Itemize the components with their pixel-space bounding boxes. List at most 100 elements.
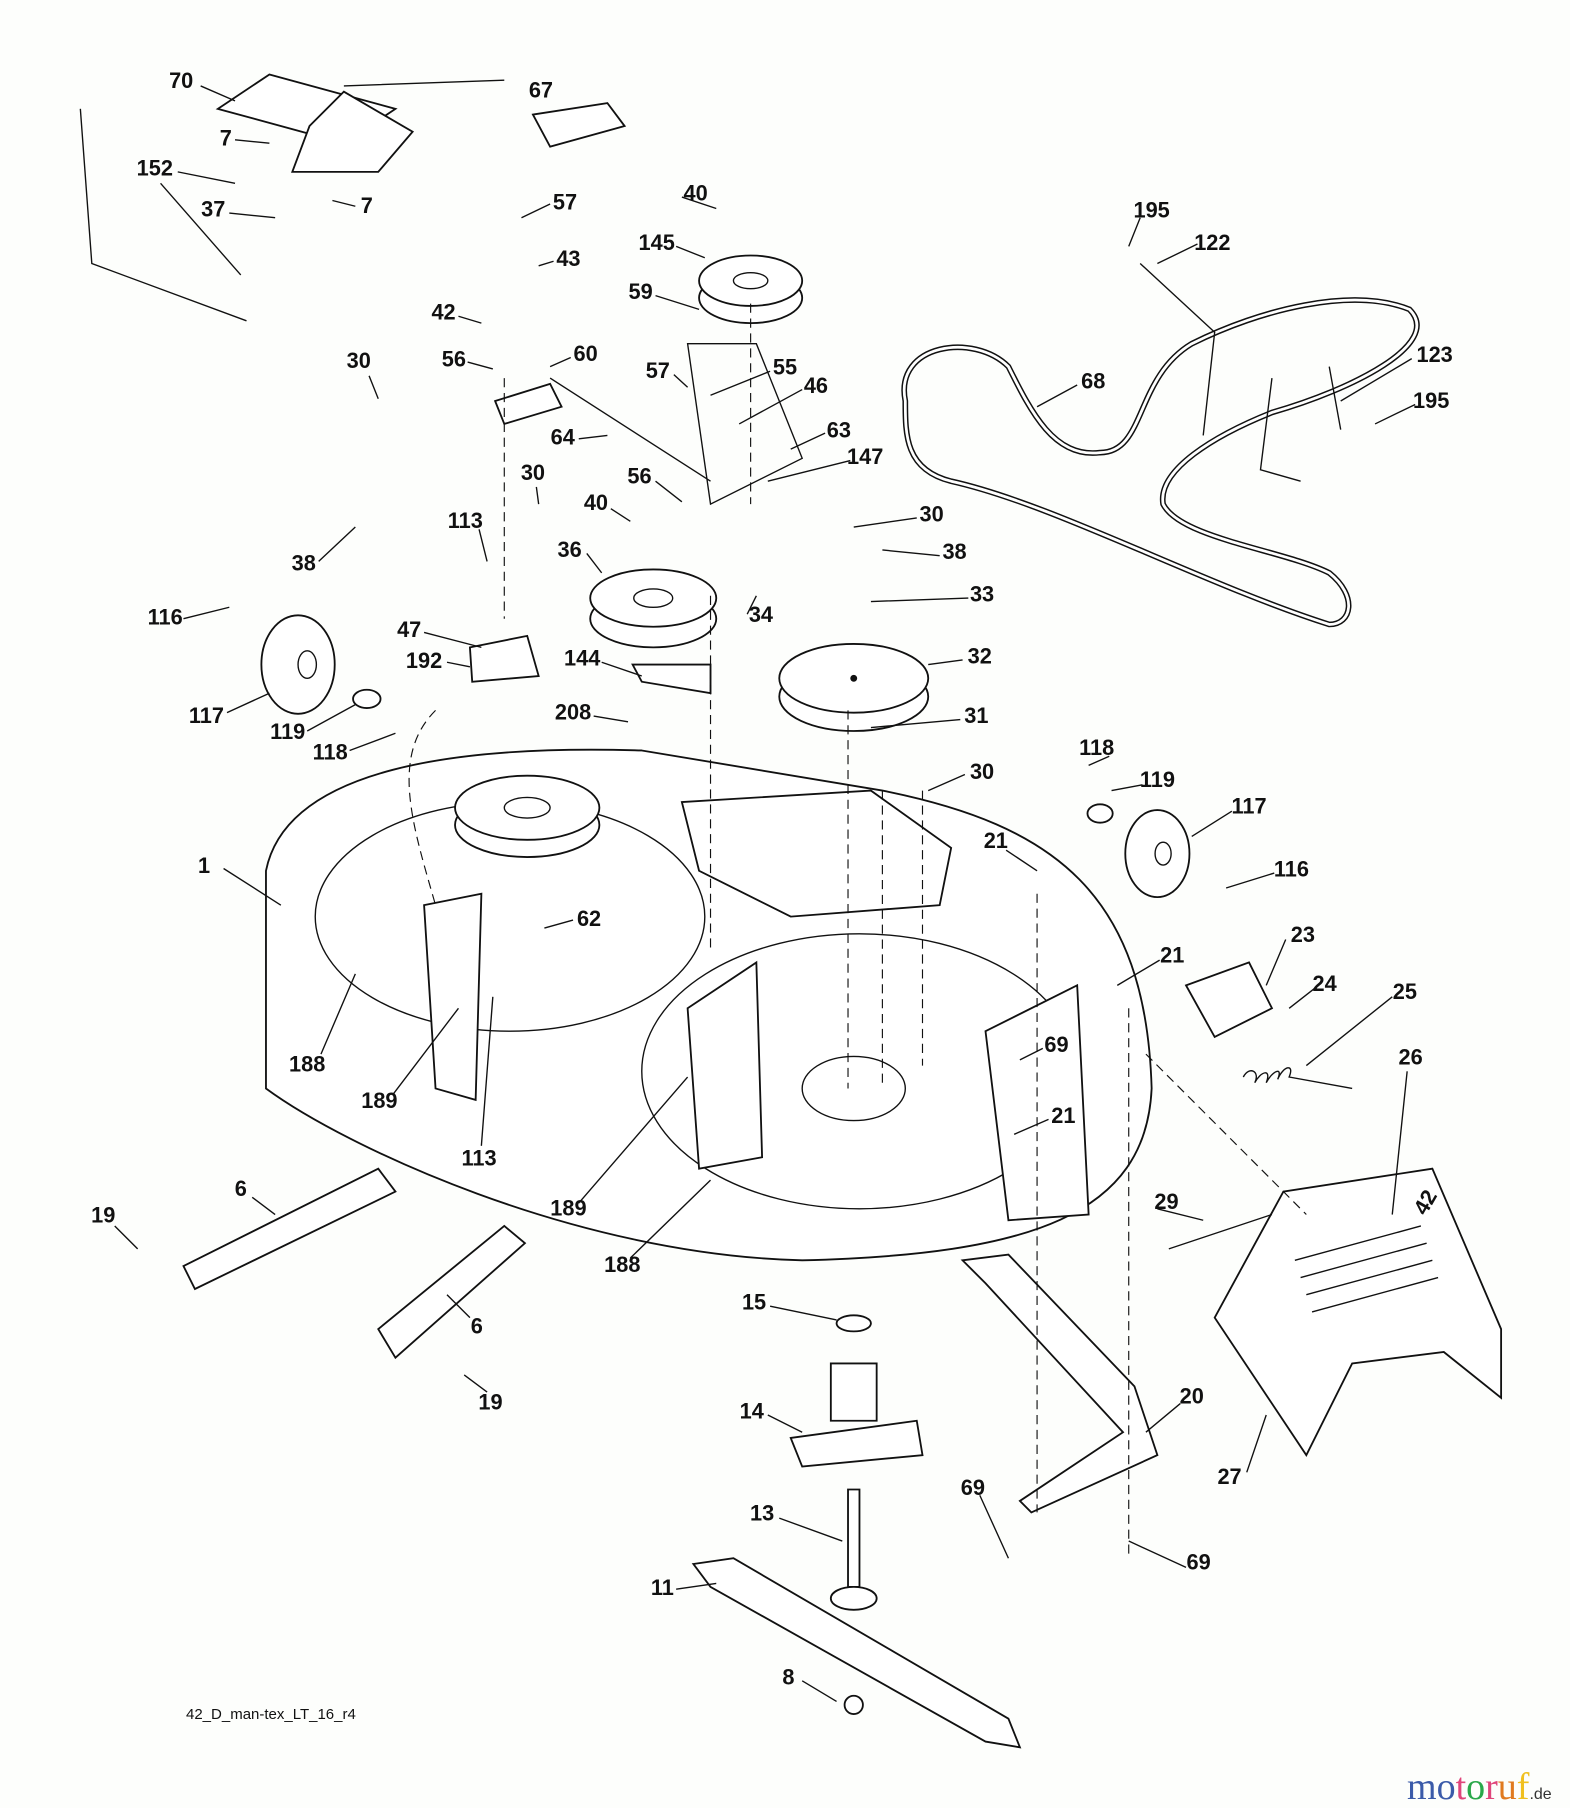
watermark-letter: o [1466,1766,1486,1808]
callout-1: 1 [198,853,210,878]
callout-188: 188 [289,1051,325,1076]
callout-192: 192 [406,648,442,673]
callout-19: 19 [91,1203,115,1228]
callout-118: 118 [313,740,348,765]
pulley-145 [698,254,804,325]
callout-30: 30 [521,460,545,485]
callout-113: 113 [462,1145,497,1170]
callout-37: 37 [201,197,225,222]
watermark-text: motoruf [1407,1768,1529,1806]
belt [901,297,1420,628]
support-brackets [182,892,1090,1360]
callout-20: 20 [1180,1384,1204,1409]
callout-67: 67 [529,77,553,102]
callout-69: 69 [1187,1550,1211,1575]
callout-123: 123 [1417,342,1453,367]
callout-21: 21 [1051,1103,1075,1128]
callout-7: 7 [361,193,373,218]
callout-119: 119 [270,719,305,744]
callout-70: 70 [169,68,193,93]
callout-144: 144 [564,646,600,671]
callout-208: 208 [555,700,591,725]
callout-195: 195 [1413,388,1449,413]
callout-29: 29 [1154,1189,1178,1214]
watermark-suffix: .de [1529,1786,1552,1803]
belt-guide-rods [1139,263,1342,482]
spring [1184,961,1353,1090]
watermark-logo: motoruf.de [1407,1768,1552,1806]
callout-23: 23 [1291,922,1315,947]
callout-38: 38 [292,551,316,576]
callout-33: 33 [970,582,994,607]
callout-25: 25 [1393,979,1417,1004]
callout-14: 14 [740,1398,764,1423]
callout-32: 32 [968,643,992,668]
spindle [789,1314,924,1611]
callout-68: 68 [1081,368,1105,393]
chute-bracket [960,1213,1273,1514]
pulley-32 [778,643,930,732]
callout-62: 62 [577,906,601,931]
callout-117: 117 [1231,794,1266,819]
callout-19: 19 [478,1389,502,1414]
callout-34: 34 [749,602,773,627]
callout-6: 6 [235,1176,247,1201]
watermark-letter: t [1455,1766,1467,1808]
callout-56: 56 [627,464,651,489]
callout-145: 145 [639,230,675,255]
watermark-letter: r [1485,1766,1498,1808]
callout-55: 55 [773,355,797,380]
callout-57: 57 [646,358,670,383]
callout-152: 152 [137,155,173,180]
callout-47: 47 [397,617,421,642]
dashed-guides [408,303,1307,1559]
callout-30: 30 [920,501,944,526]
callout-43: 43 [556,246,580,271]
chute-deflector [1213,1167,1503,1457]
callout-64: 64 [551,425,575,450]
pulley-36 [589,568,718,649]
callout-27: 27 [1217,1464,1241,1489]
callout-40: 40 [584,490,608,515]
callout-46: 46 [804,373,828,398]
lift-linkage [79,73,627,322]
callout-60: 60 [574,341,598,366]
callout-30: 30 [970,759,994,784]
watermark-letter: f [1516,1766,1530,1808]
watermark-letter: u [1497,1766,1517,1808]
callout-31: 31 [964,703,988,728]
callout-21: 21 [984,828,1008,853]
callout-147: 147 [847,444,883,469]
callout-69: 69 [961,1475,985,1500]
callout-119: 119 [1140,767,1175,792]
callout-195: 195 [1133,198,1169,223]
callout-42: 42 [431,300,455,325]
callout-69: 69 [1044,1032,1068,1057]
callout-116: 116 [1274,857,1309,882]
callout-117: 117 [189,703,224,728]
callout-7: 7 [220,126,232,151]
callout-118: 118 [1079,735,1114,760]
callout-21: 21 [1160,942,1184,967]
callout-189: 189 [361,1088,397,1113]
callout-26: 26 [1398,1044,1422,1069]
idler-arm [468,343,804,695]
blade [691,1557,1022,1749]
callout-13: 13 [750,1500,774,1525]
callout-189: 189 [550,1196,586,1221]
callout-15: 15 [742,1290,766,1315]
deck-pulley [454,774,601,858]
callout-188: 188 [604,1252,640,1277]
callout-30: 30 [347,348,371,373]
leader-lines [114,85,1416,1703]
callout-11: 11 [651,1575,674,1600]
callout-24: 24 [1313,971,1337,996]
callout-122: 122 [1194,230,1230,255]
diagram-code: 42_D_man-tex_LT_16_r4 [186,1706,356,1723]
callout-116: 116 [148,604,183,629]
callout-59: 59 [629,279,653,304]
gauge-wheels [260,614,1191,899]
callout-63: 63 [827,418,851,443]
callout-56: 56 [442,347,466,372]
